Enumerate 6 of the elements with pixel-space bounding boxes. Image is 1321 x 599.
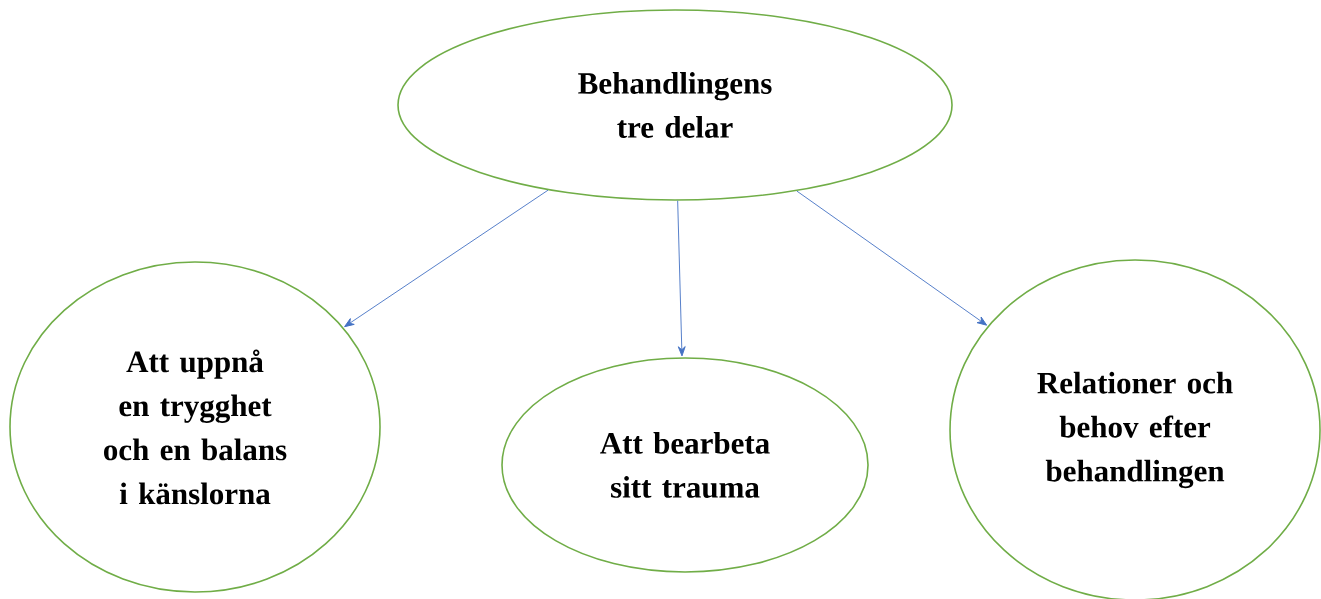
ellipse-node: Behandlingens tre delar bbox=[397, 9, 953, 201]
arrow bbox=[677, 200, 686, 357]
arrow bbox=[344, 189, 549, 328]
arrow bbox=[796, 190, 988, 326]
ellipse-node: Att uppnå en trygghet och en balans i känslorna bbox=[9, 261, 381, 593]
ellipse-node: Att bearbeta sitt trauma bbox=[501, 357, 869, 573]
